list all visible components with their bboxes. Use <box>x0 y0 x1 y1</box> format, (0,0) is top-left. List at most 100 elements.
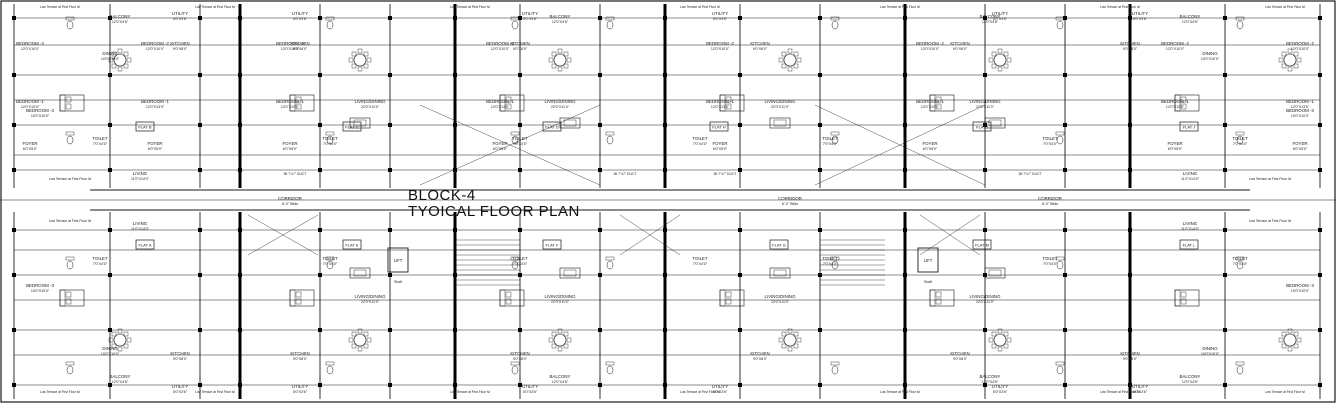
bedroom-1-label: BEDROOM -1 <box>1286 99 1314 104</box>
flat-tag-box <box>342 239 362 250</box>
unit-divider-wall <box>903 212 907 399</box>
cistern <box>65 361 75 366</box>
toilet-label: TOILET <box>1042 136 1058 141</box>
dining-chair <box>781 63 787 69</box>
unit-divider-wall <box>663 4 667 188</box>
utility-label: UTILITY <box>292 11 308 16</box>
bed-headboard <box>499 94 506 112</box>
structural-column <box>198 228 202 232</box>
flat-tag: FLAT F <box>546 243 560 248</box>
structural-column <box>318 273 322 277</box>
toilet-label: TOILET <box>92 136 108 141</box>
toilet-fixture <box>511 20 519 30</box>
structural-column <box>738 168 742 172</box>
bedroom-2-label: BEDROOM -2 <box>486 41 514 46</box>
sofa-seat <box>353 269 367 277</box>
toilet-fixture <box>1236 365 1244 375</box>
utility-dimension: 5'0"X3'6" <box>523 390 538 394</box>
structural-column <box>1128 383 1132 387</box>
toilet-label: TOILET <box>92 256 108 261</box>
toilet-fixture <box>326 20 334 30</box>
dining-chair <box>366 57 372 63</box>
toilet-dimension: 7'0"X4'0" <box>93 142 108 146</box>
bedroom-1-dimension: 12'0"X13'0" <box>711 105 730 109</box>
structural-column <box>1223 228 1227 232</box>
flat-tag-box <box>135 239 155 250</box>
structural-column <box>108 168 112 172</box>
corridor-label: CORRIDOR <box>1038 196 1062 201</box>
dining-chair <box>1287 328 1293 334</box>
utility-dimension: 5'0"X3'6" <box>713 390 728 394</box>
dining-chair <box>123 63 129 69</box>
low-terrace-label: Low Terrace at First Floor lvl <box>195 390 235 394</box>
kitchen-label: KITCHEN <box>950 41 969 46</box>
pillow <box>725 96 732 103</box>
dining-chair <box>1293 51 1299 57</box>
void-cross <box>247 214 319 256</box>
structural-column <box>318 328 322 332</box>
shaft-label: Shaft <box>924 280 932 284</box>
cistern <box>830 131 840 136</box>
dining-chair <box>548 57 554 63</box>
balcony-dimension: 12'0"X4'6" <box>552 380 569 384</box>
flat-tag: FLAT G <box>772 243 786 248</box>
structural-column <box>12 73 16 77</box>
dining-chair <box>1287 66 1293 72</box>
structural-column <box>1128 73 1132 77</box>
structural-column <box>12 328 16 332</box>
utility-dimension: 5'0"X3'6" <box>1133 390 1148 394</box>
toilet-label: TOILET <box>322 256 338 261</box>
structural-column <box>663 383 667 387</box>
dining-label: DINING <box>1202 346 1218 351</box>
dining-chair <box>988 337 994 343</box>
structural-column <box>518 123 522 127</box>
utility-label: UTILITY <box>172 384 188 389</box>
flat-tag-box <box>542 121 562 132</box>
dining-chair <box>551 63 557 69</box>
low-terrace-label: Low Terrace at First Floor lvl <box>880 390 920 394</box>
toilet-label: TOILET <box>512 136 528 141</box>
structural-column <box>1063 168 1067 172</box>
structural-column <box>238 383 242 387</box>
dining-chair <box>997 66 1003 72</box>
dining-chair <box>551 343 557 349</box>
dining-dimension: 10'0"X10'0" <box>1201 352 1220 356</box>
structural-column <box>738 273 742 277</box>
dining-chair <box>117 328 123 334</box>
dining-chair <box>1003 343 1009 349</box>
pillow <box>505 298 512 305</box>
toilet-fixture <box>831 135 839 145</box>
structural-column <box>1128 168 1132 172</box>
living-dining-dimension: 22'0"X11'0" <box>361 105 380 109</box>
structural-column <box>318 383 322 387</box>
toilet-fixture <box>1056 365 1064 375</box>
structural-column <box>1063 73 1067 77</box>
foyer-label: FOYER <box>922 141 937 146</box>
structural-column <box>903 16 907 20</box>
toilet-fixture <box>511 365 519 375</box>
dining-table <box>993 333 1007 347</box>
low-terrace-label: Low Terrace at First Floor lvl <box>1100 390 1140 394</box>
structural-column <box>108 328 112 332</box>
dining-chair <box>563 63 569 69</box>
structural-column <box>598 328 602 332</box>
kitchen-label: KITCHEN <box>510 351 529 356</box>
bed-headboard <box>289 289 296 307</box>
pillow <box>1180 96 1187 103</box>
structural-column <box>388 73 392 77</box>
toilet-fixture <box>326 135 334 145</box>
dining-chair <box>563 51 569 57</box>
kitchen-label: KITCHEN <box>750 41 769 46</box>
structural-column <box>238 328 242 332</box>
pillow <box>65 291 72 298</box>
living-dining-label: LIVING/DINING <box>545 294 577 299</box>
cistern <box>605 361 615 366</box>
void-cross <box>814 104 986 186</box>
structural-column <box>388 123 392 127</box>
flat-tag: FLAT D <box>545 125 559 130</box>
toilet-fixture <box>66 260 74 270</box>
structural-column <box>738 123 742 127</box>
toilet-fixture <box>326 365 334 375</box>
void-cross <box>419 104 601 186</box>
balcony-dimension: 12'0"X4'6" <box>982 20 999 24</box>
